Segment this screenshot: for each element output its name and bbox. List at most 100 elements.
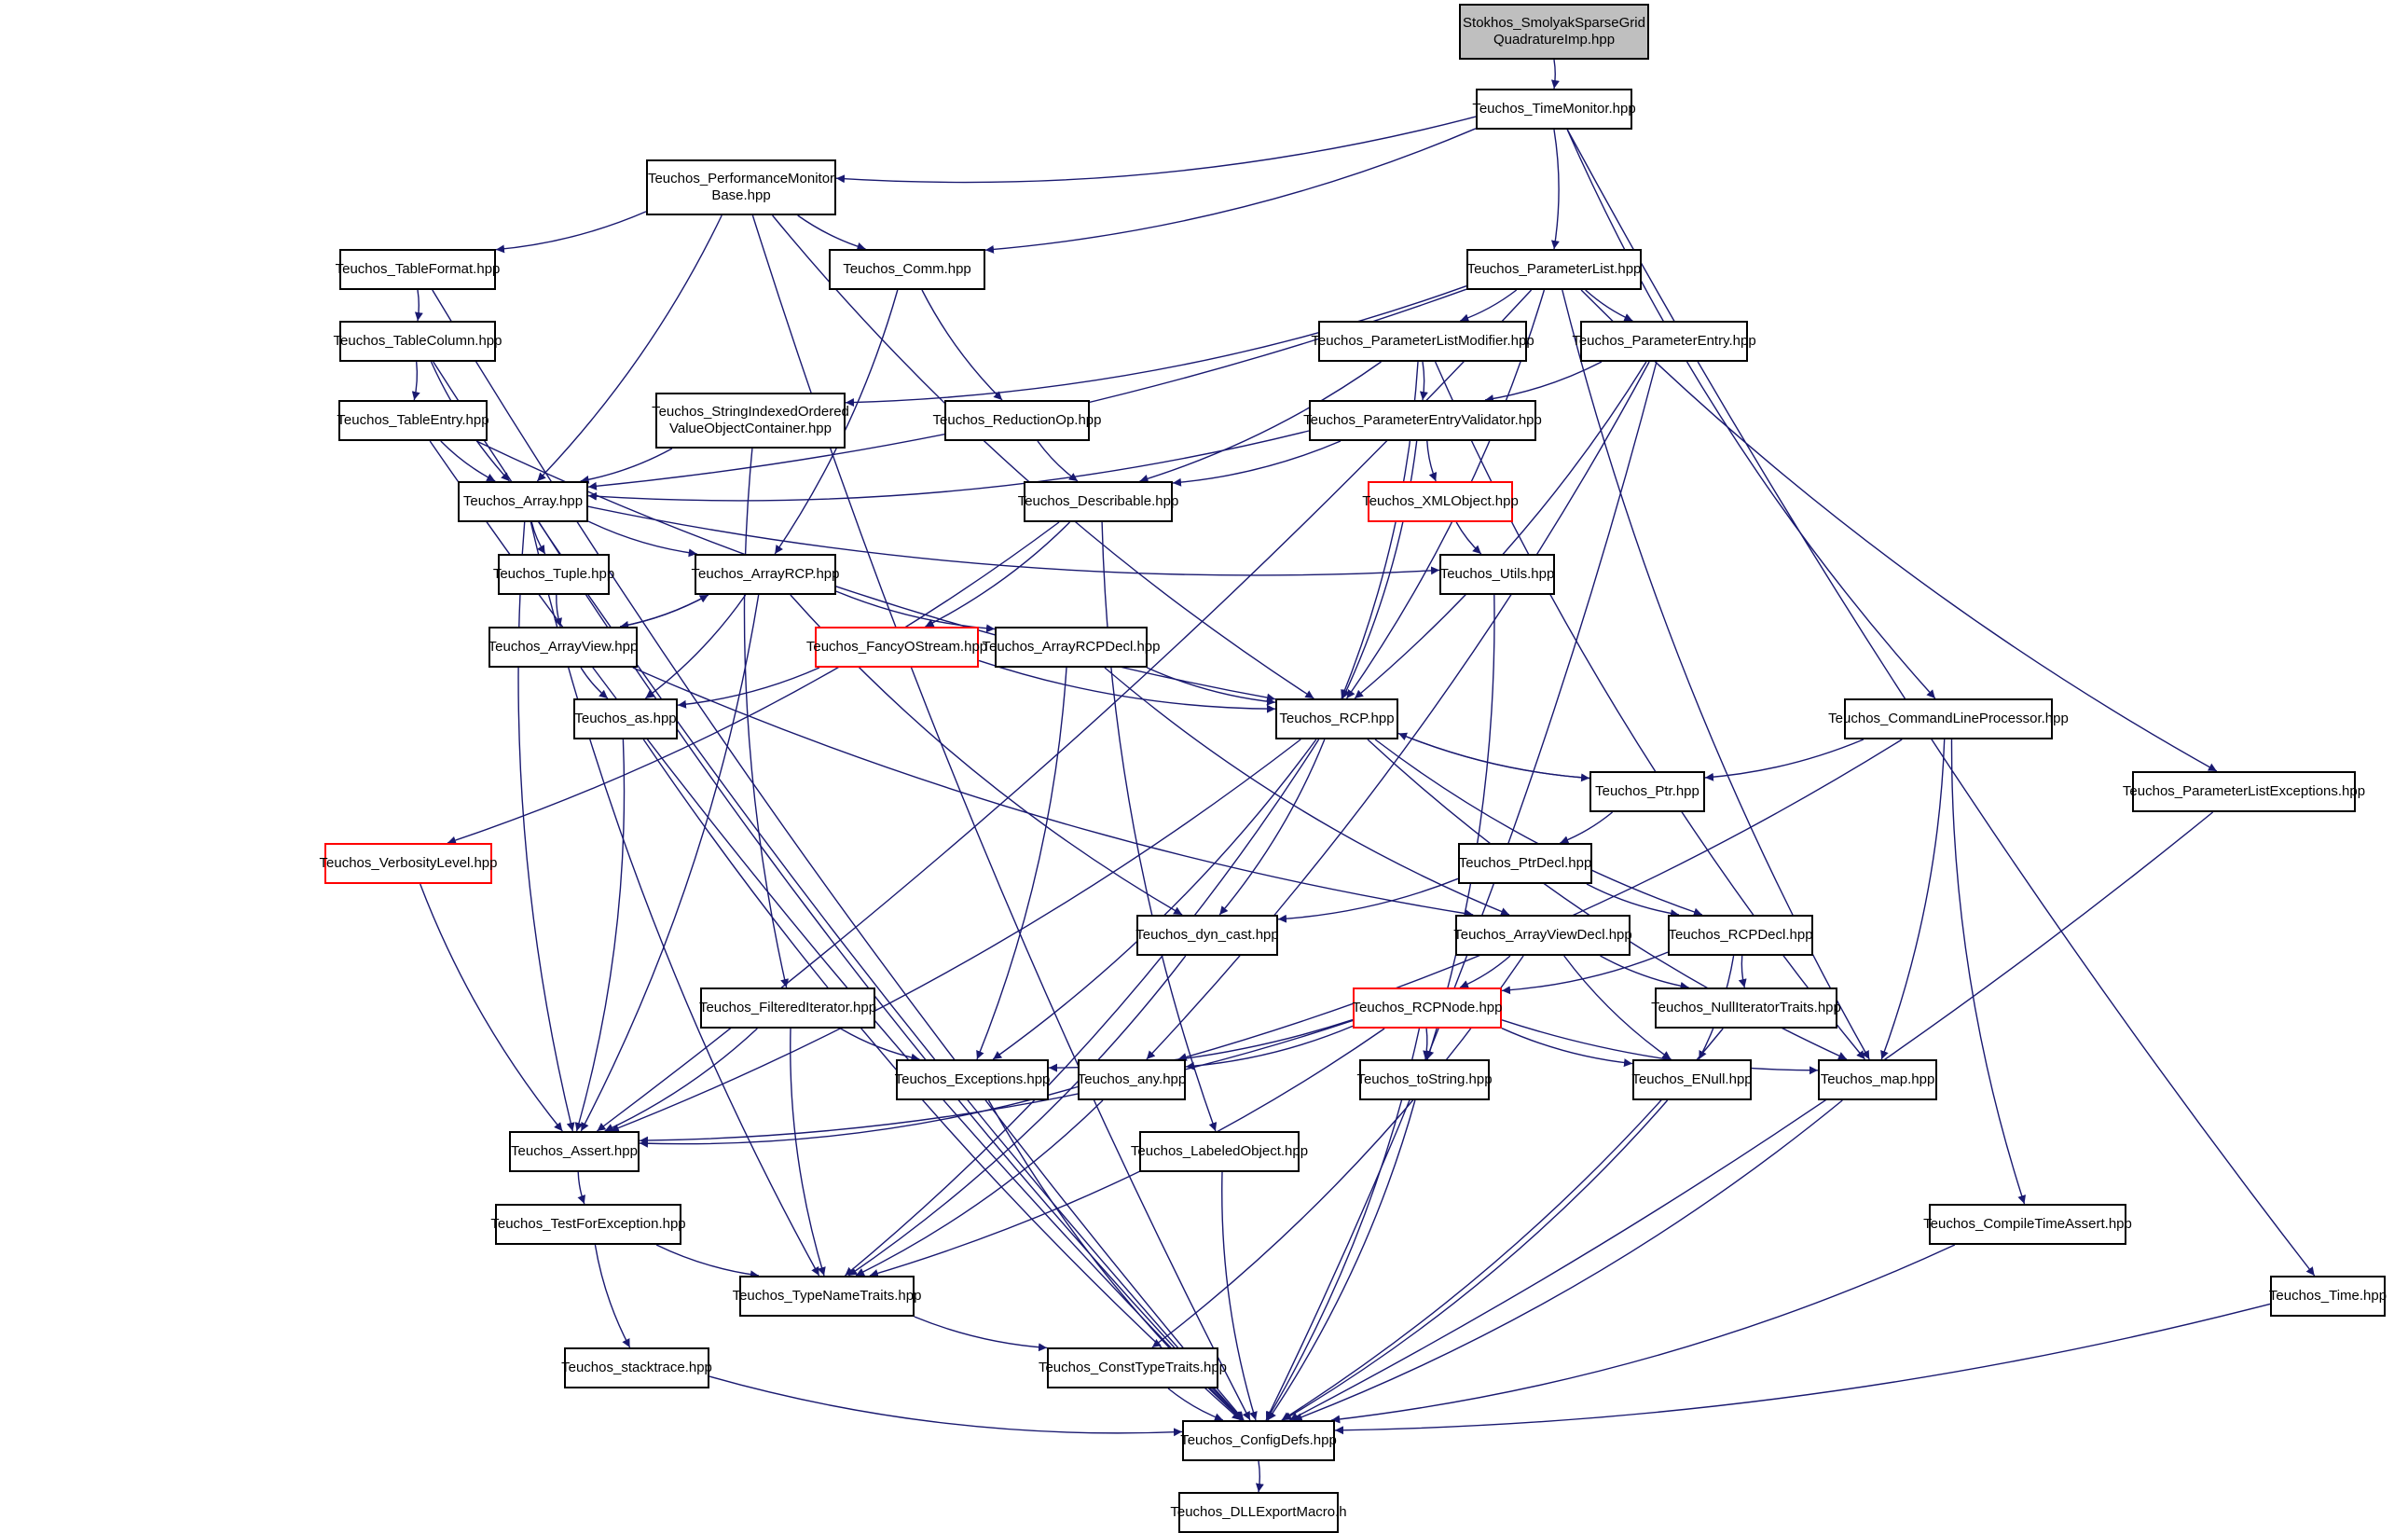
node-plm[interactable]: Teuchos_ParameterListModifier.hpp: [1311, 321, 1534, 362]
node-te[interactable]: Teuchos_TableEntry.hpp: [337, 400, 489, 441]
edge-rcpn-to-tnt: [869, 1028, 1385, 1278]
edge-as-to-asrt: [574, 739, 626, 1132]
node-pl[interactable]: Teuchos_ParameterList.hpp: [1466, 249, 1642, 290]
node-comm[interactable]: Teuchos_Comm.hpp: [829, 249, 985, 290]
node-pmb[interactable]: Teuchos_PerformanceMonitor Base.hpp: [646, 159, 836, 215]
node-ple[interactable]: Teuchos_ParameterListExceptions.hpp: [2123, 771, 2365, 812]
edge-pev-to-desc: [1172, 440, 1342, 487]
edge-tup-to-av: [554, 594, 562, 628]
edge-pev-to-rcp: [1342, 440, 1418, 699]
node-map[interactable]: Teuchos_map.hpp: [1818, 1059, 1937, 1100]
node-pev[interactable]: Teuchos_ParameterEntryValidator.hpp: [1303, 400, 1542, 441]
node-avd[interactable]: Teuchos_ArrayViewDecl.hpp: [1453, 915, 1632, 956]
node-sio[interactable]: Teuchos_StringIndexedOrdered ValueObject…: [652, 393, 849, 449]
node-tfe[interactable]: Teuchos_TestForException.hpp: [490, 1204, 686, 1245]
edge-avd-to-en: [1563, 955, 1672, 1060]
node-cd[interactable]: Teuchos_ConfigDefs.hpp: [1180, 1420, 1337, 1461]
edge-rcp-to-tnt: [844, 739, 1320, 1277]
node-ptr[interactable]: Teuchos_Ptr.hpp: [1589, 771, 1705, 812]
edge-ptrd-to-rcpd: [1586, 883, 1680, 918]
node-fos[interactable]: Teuchos_FancyOStream.hpp: [806, 627, 987, 668]
node-rop[interactable]: Teuchos_ReductionOp.hpp: [933, 400, 1101, 441]
edge-lo-to-cd: [1221, 1171, 1258, 1421]
node-st[interactable]: Teuchos_stacktrace.hpp: [561, 1347, 712, 1388]
edge-fi-to-exc: [840, 1028, 920, 1062]
node-dll[interactable]: Teuchos_DLLExportMacro.h: [1170, 1492, 1347, 1533]
node-tc[interactable]: Teuchos_TableColumn.hpp: [334, 321, 502, 362]
edge-tm-to-pl: [1550, 129, 1560, 250]
node-tup[interactable]: Teuchos_Tuple.hpp: [493, 554, 614, 595]
edge-pev-to-xml: [1426, 440, 1438, 482]
node-nit[interactable]: Teuchos_NullIteratorTraits.hpp: [1651, 987, 1841, 1029]
edge-pe-to-rcp: [1354, 361, 1647, 699]
edge-en-to-cd: [1283, 1099, 1669, 1421]
edge-comm-to-rop: [921, 289, 1003, 401]
edge-pe-to-pev: [1484, 361, 1603, 404]
node-ctt[interactable]: Teuchos_ConstTypeTraits.hpp: [1039, 1347, 1227, 1388]
edge-clp-to-ptr: [1704, 739, 1864, 781]
edge-pl-to-sio: [845, 285, 1467, 407]
edge-arr-to-arcp: [587, 520, 697, 558]
edge-time-to-cd: [1334, 1303, 2271, 1435]
node-dc[interactable]: Teuchos_dyn_cast.hpp: [1135, 915, 1279, 956]
edge-rcp-to-exc: [992, 739, 1317, 1060]
edge-rcp-to-ptr: [1397, 732, 1590, 782]
node-cta[interactable]: Teuchos_CompileTimeAssert.hpp: [1923, 1204, 2132, 1245]
node-rcp[interactable]: Teuchos_RCP.hpp: [1275, 698, 1398, 739]
edge-cta-to-cd: [1331, 1244, 1956, 1424]
node-tf[interactable]: Teuchos_TableFormat.hpp: [336, 249, 500, 290]
node-av[interactable]: Teuchos_ArrayView.hpp: [488, 627, 638, 668]
edge-comm-to-arcp: [774, 289, 899, 555]
edge-desc-to-lo: [1101, 521, 1218, 1132]
edge-desc-to-vl: [447, 521, 1060, 845]
edge-tos-to-cd: [1267, 1099, 1416, 1421]
edge-rop-to-desc: [1037, 440, 1079, 482]
edge-av-to-avd: [632, 667, 1474, 918]
node-root[interactable]: Stokhos_SmolyakSparseGrid QuadratureImp.…: [1459, 4, 1649, 60]
edge-arr-to-asrt: [517, 521, 575, 1132]
edge-rcpn-to-en: [1501, 1028, 1633, 1068]
node-arcp[interactable]: Teuchos_ArrayRCP.hpp: [692, 554, 840, 595]
node-pe[interactable]: Teuchos_ParameterEntry.hpp: [1572, 321, 1756, 362]
node-clp[interactable]: Teuchos_CommandLineProcessor.hpp: [1828, 698, 2069, 739]
edge-root-to-tm: [1550, 59, 1560, 90]
edge-any-to-tnt: [855, 1099, 1104, 1277]
node-tnt[interactable]: Teuchos_TypeNameTraits.hpp: [733, 1276, 921, 1317]
edge-pl-to-pe: [1585, 289, 1633, 322]
node-ptrd[interactable]: Teuchos_PtrDecl.hpp: [1458, 843, 1592, 884]
node-rcpn[interactable]: Teuchos_RCPNode.hpp: [1353, 987, 1502, 1029]
edge-ctt-to-cd: [1167, 1388, 1224, 1421]
node-xml[interactable]: Teuchos_XMLObject.hpp: [1362, 481, 1519, 522]
node-exc[interactable]: Teuchos_Exceptions.hpp: [895, 1059, 1050, 1100]
node-utils[interactable]: Teuchos_Utils.hpp: [1439, 554, 1555, 595]
node-desc[interactable]: Teuchos_Describable.hpp: [1018, 481, 1178, 522]
edge-sio-to-fi: [743, 448, 790, 988]
edge-rcpn-to-asrt: [639, 1019, 1354, 1145]
node-time[interactable]: Teuchos_Time.hpp: [2269, 1276, 2387, 1317]
edge-avd-to-rcpn: [1459, 955, 1511, 988]
edge-tm-to-comm: [984, 128, 1477, 254]
edge-tm-to-pmb: [835, 116, 1477, 184]
node-fi[interactable]: Teuchos_FilteredIterator.hpp: [699, 987, 876, 1029]
edge-pe-to-cd: [1265, 361, 1658, 1421]
node-any[interactable]: Teuchos_any.hpp: [1078, 1059, 1186, 1100]
node-arcpd[interactable]: Teuchos_ArrayRCPDecl.hpp: [983, 627, 1160, 668]
edge-rcp-to-asrt: [610, 739, 1301, 1132]
node-rcpd[interactable]: Teuchos_RCPDecl.hpp: [1668, 915, 1813, 956]
node-vl[interactable]: Teuchos_VerbosityLevel.hpp: [320, 843, 497, 884]
edge-arr-to-tup: [530, 521, 546, 555]
edge-arcp-to-asrt: [580, 594, 760, 1132]
edge-ptrd-to-dc: [1277, 877, 1459, 923]
edge-arcp-to-av: [620, 594, 709, 629]
node-arr[interactable]: Teuchos_Array.hpp: [458, 481, 588, 522]
node-as[interactable]: Teuchos_as.hpp: [573, 698, 678, 739]
edge-pmb-to-rcp: [772, 214, 1314, 699]
node-lo[interactable]: Teuchos_LabeledObject.hpp: [1131, 1131, 1308, 1172]
node-tm[interactable]: Teuchos_TimeMonitor.hpp: [1472, 89, 1636, 130]
edge-tf-to-cd: [432, 289, 1245, 1421]
node-asrt[interactable]: Teuchos_Assert.hpp: [509, 1131, 640, 1172]
node-tos[interactable]: Teuchos_toString.hpp: [1356, 1059, 1493, 1100]
node-en[interactable]: Teuchos_ENull.hpp: [1631, 1059, 1753, 1100]
edge-arcp-to-as: [644, 594, 747, 699]
